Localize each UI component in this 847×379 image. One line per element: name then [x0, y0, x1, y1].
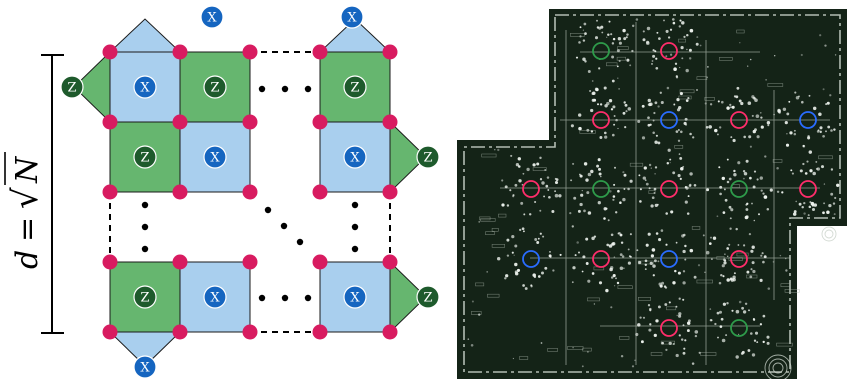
badge-z: Z — [416, 145, 440, 169]
svg-text:X: X — [350, 151, 360, 166]
badge-x: X — [133, 355, 157, 379]
badge-x: X — [203, 285, 227, 309]
badge-z: Z — [133, 145, 157, 169]
qubit-ring-green — [730, 319, 748, 337]
qubit-ring-red — [592, 250, 610, 268]
data-qubit — [382, 184, 398, 200]
data-qubit — [172, 44, 188, 60]
data-qubit — [242, 44, 258, 60]
data-qubit — [102, 184, 118, 200]
z-stabilizer-triangle — [389, 120, 427, 194]
qubit-ring-blue — [522, 250, 540, 268]
data-qubit — [382, 324, 398, 340]
data-qubit — [172, 184, 188, 200]
surface-code-diagram: d = √ N — [4, 5, 440, 379]
x-stabilizer-triangle — [108, 331, 182, 367]
data-qubit — [312, 44, 328, 60]
data-qubit — [242, 184, 258, 200]
ellipsis-dots — [141, 85, 359, 302]
data-qubit — [312, 254, 328, 270]
dashed-edges — [109, 51, 391, 333]
badge-x: X — [343, 285, 367, 309]
svg-text:Z: Z — [210, 81, 219, 96]
qubit-ring-red — [660, 319, 678, 337]
qubit-ring-red — [522, 180, 540, 198]
svg-text:X: X — [210, 291, 220, 306]
data-qubit — [312, 114, 328, 130]
badge-x: X — [340, 5, 364, 29]
data-qubit — [172, 254, 188, 270]
chip-wiring — [500, 22, 830, 365]
distance-label-d: d — [10, 250, 45, 269]
svg-text:X: X — [347, 11, 357, 26]
distance-label: d = √ N — [4, 152, 46, 269]
data-qubits — [102, 44, 398, 340]
data-qubit — [382, 254, 398, 270]
qubit-ring-red — [730, 111, 748, 129]
data-qubit — [242, 254, 258, 270]
badge-x: X — [200, 5, 224, 29]
data-qubit — [312, 184, 328, 200]
distance-label-n: N — [10, 155, 45, 184]
chip-qubit-rings — [522, 42, 817, 337]
x-stabilizer-triangle — [108, 18, 182, 53]
data-qubit — [102, 254, 118, 270]
badge-z: Z — [203, 75, 227, 99]
distance-label-equals: = — [10, 217, 45, 242]
data-qubit — [242, 324, 258, 340]
svg-text:X: X — [210, 151, 220, 166]
data-qubit — [382, 114, 398, 130]
data-qubit — [102, 114, 118, 130]
svg-text:Z: Z — [140, 151, 149, 166]
data-qubit — [102, 324, 118, 340]
qubit-ring-blue — [660, 250, 678, 268]
data-qubit — [382, 44, 398, 60]
qubit-ring-blue — [660, 111, 678, 129]
distance-label-radical: √ — [6, 187, 46, 209]
svg-text:Z: Z — [423, 291, 432, 306]
x-stabilizer-triangle — [318, 18, 392, 53]
svg-text:Z: Z — [140, 291, 149, 306]
badge-z: Z — [416, 285, 440, 309]
badge-z: Z — [133, 285, 157, 309]
qubit-ring-green — [592, 180, 610, 198]
qubit-ring-red — [592, 111, 610, 129]
svg-text:X: X — [350, 291, 360, 306]
svg-text:X: X — [140, 361, 150, 376]
z-stabilizer-triangle — [389, 260, 427, 334]
chip-photo — [457, 9, 847, 379]
svg-text:Z: Z — [423, 151, 432, 166]
badge-x: X — [343, 145, 367, 169]
qubit-ring-green — [730, 180, 748, 198]
qubit-ring-blue — [799, 111, 817, 129]
qubit-ring-red — [660, 42, 678, 60]
qubit-ring-red — [660, 180, 678, 198]
svg-text:X: X — [207, 11, 217, 26]
badge-z: Z — [60, 75, 84, 99]
data-qubit — [102, 44, 118, 60]
data-qubit — [312, 324, 328, 340]
badge-z: Z — [343, 75, 367, 99]
chip-specks — [467, 18, 840, 368]
svg-text:X: X — [140, 81, 150, 96]
qubit-ring-red — [730, 250, 748, 268]
badge-x: X — [133, 75, 157, 99]
z-stabilizer-triangle — [73, 50, 111, 124]
data-qubit — [172, 324, 188, 340]
svg-text:Z: Z — [67, 81, 76, 96]
badge-x: X — [203, 145, 227, 169]
qubit-ring-red — [799, 180, 817, 198]
svg-text:Z: Z — [350, 81, 359, 96]
qubit-ring-green — [592, 42, 610, 60]
data-qubit — [242, 114, 258, 130]
distance-bracket — [41, 54, 64, 334]
data-qubit — [172, 114, 188, 130]
spiral-marker — [764, 226, 837, 379]
